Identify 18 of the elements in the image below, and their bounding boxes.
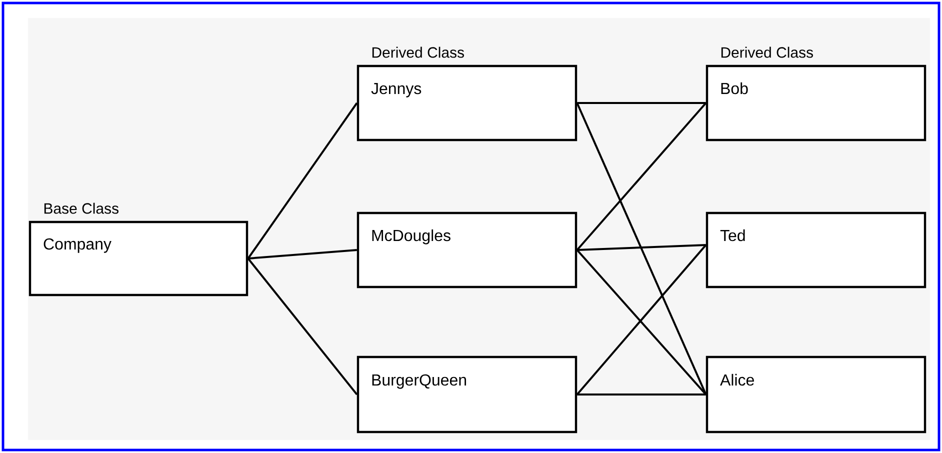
- class-box: McDougles: [356, 212, 578, 288]
- connector-line: [247, 102, 358, 260]
- connector-line: [577, 102, 706, 104]
- connector-line: [247, 258, 358, 396]
- connector-line: [577, 394, 706, 396]
- class-heading: Derived Class: [721, 46, 813, 58]
- connector-line: [576, 102, 707, 251]
- class-box: BurgerQueen: [356, 356, 578, 434]
- class-heading: Derived Class: [372, 46, 464, 58]
- connector-line: [248, 249, 357, 260]
- class-box: Company: [28, 220, 248, 296]
- class-box: Alice: [706, 356, 926, 434]
- class-box: Ted: [706, 212, 926, 288]
- class-box: Jennys: [356, 64, 578, 142]
- connector-line: [576, 102, 707, 395]
- connector-line: [577, 244, 706, 251]
- class-heading: Base Class: [44, 202, 118, 214]
- class-box: Bob: [706, 64, 926, 142]
